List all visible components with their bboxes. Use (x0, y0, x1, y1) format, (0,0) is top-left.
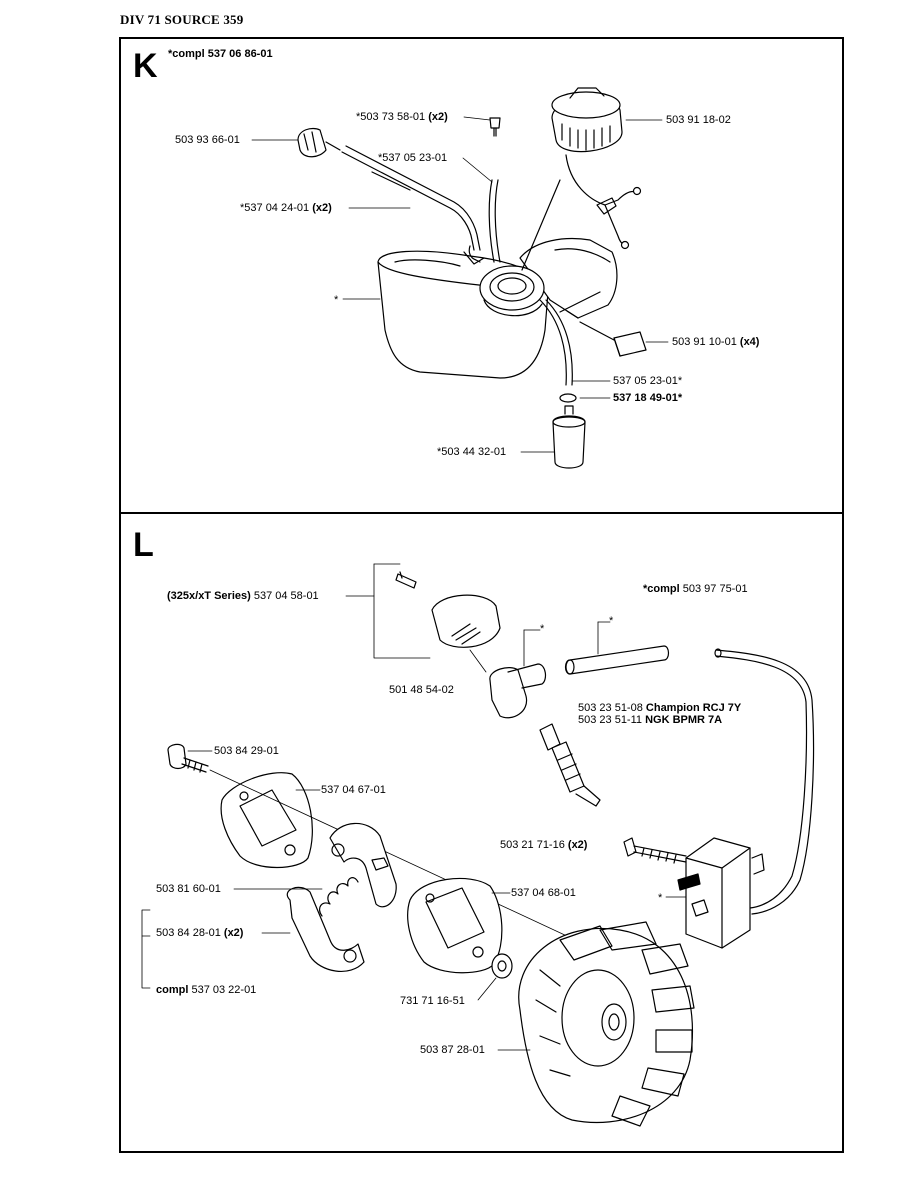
section-l-panel: L (119, 512, 844, 1153)
section-letter-l: L (133, 526, 154, 564)
section-k-leader-lines (251, 116, 669, 453)
section-l-compl-label: *compl 503 97 75-01 (643, 583, 748, 595)
part-label-537-04-67-01: 537 04 67-01 (321, 784, 386, 796)
section-letter-k: K (133, 47, 158, 85)
part-label-537-04-68-01: 537 04 68-01 (511, 887, 576, 899)
part-label-503-44-32-01: *503 44 32-01 (437, 446, 507, 458)
star-label-tube: * (609, 615, 614, 627)
star-label-boot: * (540, 623, 545, 635)
part-label-compl-537-03-22-01: compl 537 03 22-01 (156, 984, 257, 996)
star-label-module: * (658, 892, 663, 904)
part-label-503-23-51-11: 503 23 51-11 NGK BPMR 7A (578, 714, 723, 726)
part-label-501-48-54-02: 501 48 54-02 (389, 684, 454, 696)
part-label-503-91-18-02: 503 91 18-02 (666, 114, 731, 126)
part-label-537-05-23-01-lower: 537 05 23-01* (613, 375, 683, 387)
part-label-537-04-58-01: (325x/xT Series) 537 04 58-01 (167, 590, 319, 602)
part-label-503-93-66-01: 503 93 66-01 (175, 134, 240, 146)
part-label-503-81-60-01: 503 81 60-01 (156, 883, 221, 895)
part-label-503-87-28-01: 503 87 28-01 (420, 1044, 485, 1056)
part-label-503-21-71-16: 503 21 71-16 (x2) (500, 839, 588, 851)
part-label-503-84-28-01: 503 84 28-01 (x2) (156, 927, 244, 939)
part-label-503-84-29-01: 503 84 29-01 (214, 745, 279, 757)
part-label-537-18-49-01: 537 18 49-01* (613, 392, 683, 404)
part-label-731-71-16-51: 731 71 16-51 (400, 995, 465, 1007)
part-label-503-73-58-01: *503 73 58-01 (x2) (356, 111, 448, 123)
fuel-tank-illustration (297, 87, 647, 469)
part-label-tank-star: * (334, 294, 339, 306)
part-label-537-04-24-01: *537 04 24-01 (x2) (240, 202, 332, 214)
part-label-503-23-51-08: 503 23 51-08 Champion RCJ 7Y (578, 702, 742, 714)
part-label-537-05-23-01-upper: *537 05 23-01 (378, 152, 448, 164)
part-label-503-91-10-01: 503 91 10-01 (x4) (672, 336, 760, 348)
ignition-illustration (141, 563, 815, 1127)
page-header: DIV 71 SOURCE 359 (120, 12, 244, 27)
section-k-compl-label: *compl 537 06 86-01 (168, 48, 273, 60)
